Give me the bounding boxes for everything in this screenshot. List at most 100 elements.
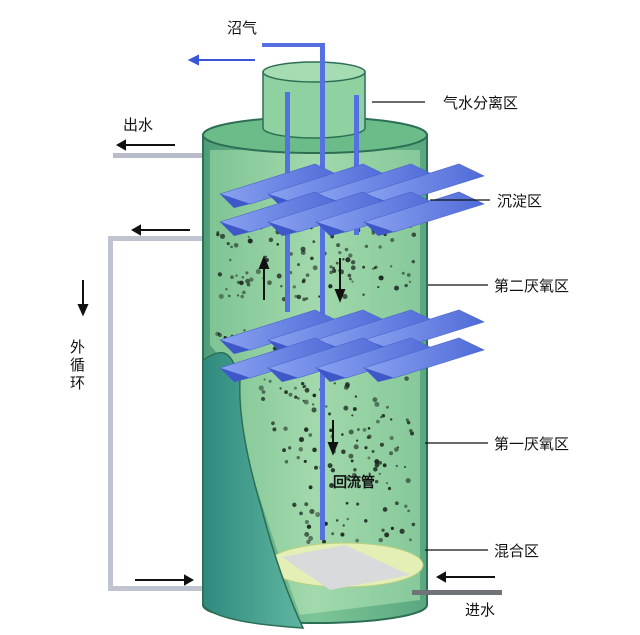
sludge-dot [349, 277, 352, 281]
sludge-dot [282, 448, 286, 453]
sludge-dot [381, 528, 385, 532]
sludge-dot [303, 399, 309, 405]
sludge-dot [356, 428, 360, 431]
sludge-dot [367, 426, 371, 430]
sludge-dot [227, 294, 231, 298]
sludge-dot [338, 250, 342, 255]
sludge-dot [350, 265, 356, 271]
sludge-dot [348, 429, 354, 435]
sludge-dot [372, 397, 378, 403]
sludge-dot [411, 232, 417, 238]
sludge-dot [292, 502, 297, 507]
separator-plate [363, 337, 485, 379]
sludge-dot [376, 419, 380, 424]
sludge-dot [300, 381, 305, 386]
separator-top [262, 61, 366, 83]
sludge-dot [293, 386, 297, 390]
separator-plate-edge [316, 222, 346, 236]
sludge-dot [236, 294, 240, 297]
separator-plate-edge [220, 368, 250, 382]
sludge-dot [245, 271, 249, 275]
separator-plate-edge [316, 368, 346, 382]
sludge-dot [374, 401, 380, 407]
sludge-dot [328, 284, 333, 289]
sludge-dot [280, 285, 283, 288]
sludge-dot [287, 446, 292, 450]
sludge-dot [298, 437, 305, 443]
sludge-dot [354, 395, 358, 398]
sludge-dot [394, 501, 399, 506]
sludge-dot [371, 267, 375, 270]
sludge-dot [335, 261, 339, 265]
sludge-dot [345, 257, 351, 263]
sludge-dot [368, 472, 371, 475]
sludge-dot [279, 387, 282, 390]
separator-plate-edge [268, 222, 298, 236]
sludge-dot [299, 511, 303, 516]
sludge-dot [411, 259, 416, 264]
sludge-dot [263, 378, 266, 381]
sludge-dot [332, 266, 336, 270]
sludge-dot [367, 456, 371, 460]
sludge-dot [255, 269, 261, 275]
sludge-dot [351, 472, 357, 478]
sludge-dot [303, 427, 309, 432]
sludge-dot [374, 479, 379, 484]
sludge-dot [309, 508, 315, 514]
sludge-dot [379, 442, 384, 447]
sludge-dot [395, 464, 399, 468]
label-settling: 沉淀区 [497, 192, 542, 210]
sludge-dot [289, 252, 293, 256]
sludge-dot [329, 428, 333, 433]
sludge-dot [404, 376, 409, 381]
sludge-dot [374, 265, 378, 269]
label-mixing: 混合区 [494, 542, 539, 560]
sludge-dot [329, 483, 334, 488]
biogas-arrow [187, 54, 255, 66]
sludge-dot [304, 519, 309, 525]
sludge-dot [351, 280, 354, 283]
label-first-anaerobic: 第一厌氧区 [494, 435, 569, 453]
sludge-dot [304, 387, 310, 393]
effluent-pipe [113, 153, 213, 158]
sludge-dot [345, 384, 350, 388]
sludge-dot [342, 293, 348, 300]
sludge-dot [241, 276, 245, 279]
sludge-dot [276, 273, 282, 279]
sludge-dot [356, 502, 360, 506]
sludge-dot [343, 405, 349, 411]
sludge-dot [348, 453, 354, 459]
sludge-dot [311, 407, 317, 413]
sludge-dot [374, 459, 380, 465]
label-external-circulation-2: 循 [70, 356, 85, 374]
sludge-dot [377, 285, 380, 289]
sludge-dot [408, 538, 412, 542]
sludge-dot [385, 481, 389, 485]
sludge-dot [394, 285, 400, 291]
leader-lines [372, 101, 490, 551]
sludge-dot [389, 265, 393, 268]
sludge-dot [308, 485, 313, 490]
separator-plate-edge [220, 340, 250, 354]
sludge-dot [308, 433, 313, 437]
sludge-dot [408, 280, 412, 284]
sludge-dot [378, 460, 383, 465]
sludge-dot [306, 539, 311, 545]
sludge-dot [404, 283, 408, 288]
sludge-dot [346, 517, 349, 521]
sludge-dot [217, 272, 223, 277]
separator-plate-edge [364, 368, 394, 382]
sludge-dot [264, 255, 267, 258]
sludge-dot [240, 294, 244, 299]
sludge-dot [301, 279, 306, 284]
sludge-dot [380, 416, 383, 419]
sludge-dot [218, 293, 224, 299]
sludge-dot [356, 439, 359, 442]
sludge-dot [217, 332, 221, 336]
sludge-dot [378, 537, 383, 543]
sludge-dot [284, 390, 288, 395]
sludge-dot [373, 467, 378, 472]
sludge-dot [382, 463, 387, 468]
sludge-dot [312, 265, 318, 271]
sludge-dot [304, 502, 309, 507]
